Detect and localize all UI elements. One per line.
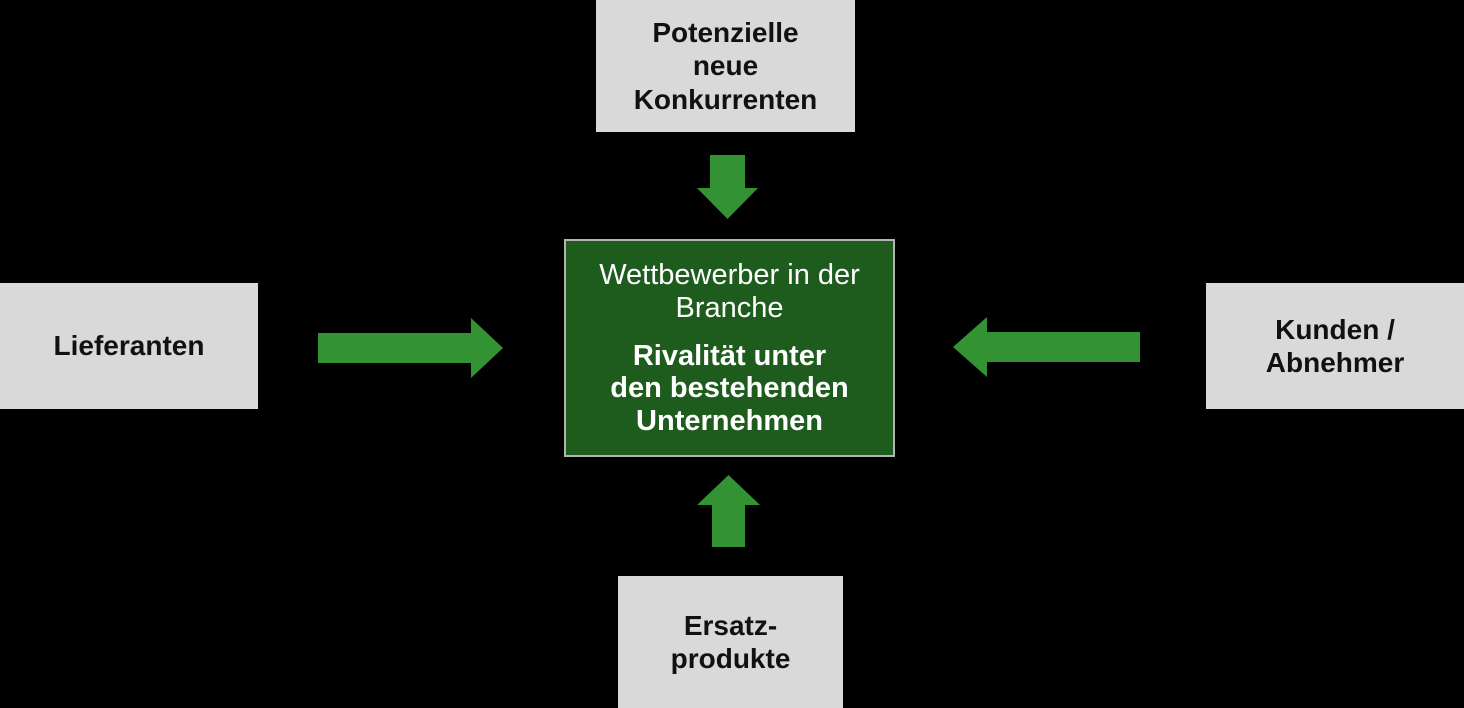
box-industry-rivalry: Wettbewerber in der Branche Rivalität un… xyxy=(564,239,895,457)
center-box-subtitle: Wettbewerber in der Branche xyxy=(599,258,860,325)
box-suppliers: Lieferanten xyxy=(0,283,258,409)
center-box-title: Rivalität unter den bestehenden Unterneh… xyxy=(610,339,849,437)
box-potential-new-competitors: Potenzielle neue Konkurrenten xyxy=(596,0,855,132)
box-substitute-products: Ersatz- produkte xyxy=(618,576,843,708)
arrow-left-icon xyxy=(953,317,1140,377)
box-customers: Kunden / Abnehmer xyxy=(1206,283,1464,409)
arrow-right-icon xyxy=(318,318,503,378)
arrow-down-icon xyxy=(697,155,758,219)
arrow-up-icon xyxy=(697,475,760,547)
